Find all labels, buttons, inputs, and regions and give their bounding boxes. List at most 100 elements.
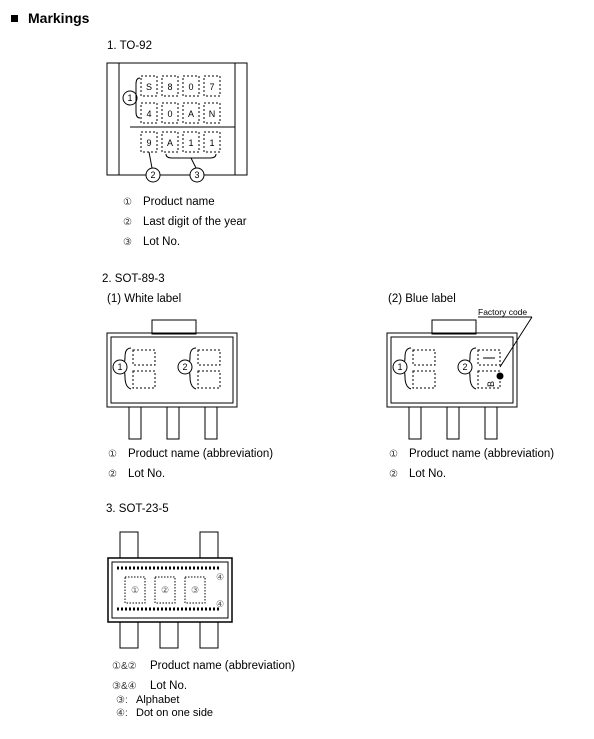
legend-text: Lot No.: [128, 468, 166, 480]
callout-number: 2: [150, 170, 155, 180]
heading-text: Markings: [28, 10, 90, 26]
bullet-square-icon: [11, 14, 18, 22]
rotated-char: B: [486, 381, 496, 387]
callout-circle: [112, 359, 128, 375]
legend-text: Product name (abbreviation): [150, 660, 296, 672]
to92-diagram: S 8 0 7 4 0 A N 9 A 1 1 1 2 3: [106, 62, 248, 183]
sot89-inner: [390, 336, 514, 404]
callout-number: 1: [397, 362, 402, 372]
sot23-lead: [199, 621, 219, 649]
legend-mark: ①: [108, 449, 117, 460]
legend-item: ① Product name: [123, 196, 215, 208]
inner-mark: ②: [161, 585, 169, 595]
callout-number: 2: [462, 362, 467, 372]
legend-text: Lot No.: [150, 680, 188, 692]
legend-item: ③&④ Lot No.: [112, 680, 187, 692]
sot23-diagram: ① ② ③ ④ ④: [107, 531, 233, 649]
legend-text: Last digit of the year: [143, 216, 247, 228]
legend-mark: ③:: [116, 695, 128, 706]
segment-cell: [132, 349, 156, 366]
sot23-lead: [119, 621, 139, 649]
legend-item: ① Product name (abbreviation): [389, 448, 554, 460]
sot89-lead: [204, 406, 218, 440]
to92-char: 7: [209, 82, 214, 92]
sot89-tab: [431, 319, 477, 335]
segment-cell: [477, 370, 501, 389]
sot89-lead: [484, 406, 498, 440]
legend-item: ② Lot No.: [389, 468, 446, 480]
segment-cell: [197, 370, 221, 389]
legend-mark: ①: [389, 449, 398, 460]
to92-char: 0: [188, 82, 193, 92]
legend-mark: ②: [389, 469, 398, 480]
to92-char: 8: [167, 82, 172, 92]
to92-char: A: [167, 138, 173, 148]
sot89-lead: [408, 406, 422, 440]
to92-cell: [203, 75, 221, 97]
blue-label-title: (2) Blue label: [388, 293, 456, 305]
segment-cell: [124, 576, 146, 604]
legend-text: Product name (abbreviation): [128, 448, 274, 460]
side-mark: ④: [216, 572, 224, 582]
segment-cell: [132, 370, 156, 389]
inner-mark: ③: [191, 585, 199, 595]
legend-text: Product name: [143, 196, 215, 208]
callout-circle: [392, 359, 408, 375]
to92-char: S: [146, 82, 152, 92]
to92-cell: [140, 102, 158, 124]
to92-cell: [161, 102, 179, 124]
sot23-inner: [111, 561, 229, 619]
to92-cell: [161, 131, 179, 153]
callout-circle: [145, 167, 161, 183]
section-heading: Markings: [11, 10, 89, 26]
to92-title: 1. TO-92: [107, 40, 152, 52]
legend-item: ③ Lot No.: [123, 236, 180, 248]
to92-char: 1: [209, 138, 214, 148]
legend-text: Product name (abbreviation): [409, 448, 555, 460]
to92-cell: [203, 131, 221, 153]
to92-char: A: [188, 109, 194, 119]
legend-item: ② Lot No.: [108, 468, 165, 480]
legend-mark: ③&④: [112, 681, 137, 692]
legend-item: ② Last digit of the year: [123, 216, 247, 228]
callout-number: 2: [182, 362, 187, 372]
legend-mark: ③: [123, 237, 132, 248]
to92-lot-brace: [165, 153, 217, 159]
sot89-white-diagram: 1 2: [106, 319, 238, 440]
to92-brace: [135, 77, 141, 119]
legend-text: Dot on one side: [136, 707, 214, 719]
legend-mark: ②: [123, 217, 132, 228]
to92-char: 4: [146, 109, 151, 119]
legend-mark: ②: [108, 469, 117, 480]
callout-number: 1: [127, 93, 132, 103]
segment-cell: [154, 576, 176, 604]
callout-number: 3: [194, 170, 199, 180]
factory-dot-icon: [496, 372, 504, 380]
to92-cell: [203, 102, 221, 124]
legend-text: Lot No.: [143, 236, 181, 248]
inner-mark: ①: [131, 585, 139, 595]
segment-cell: [412, 349, 436, 366]
legend-mark: ①: [123, 197, 132, 208]
callout-circle: [122, 90, 138, 106]
to92-cell: [182, 75, 200, 97]
side-mark: ④: [216, 599, 224, 609]
callout-circle: [177, 359, 193, 375]
callout-circle: [189, 167, 205, 183]
sot89-lead: [128, 406, 142, 440]
segment-cell: [412, 370, 436, 389]
to92-cell: [182, 131, 200, 153]
sot89-inner: [110, 336, 234, 404]
segment-cell: [184, 576, 206, 604]
legend-item: ① Product name (abbreviation): [108, 448, 273, 460]
sot89-blue-diagram: Factory code B 1 2: [386, 307, 533, 440]
sot23-lead: [119, 531, 139, 559]
to92-cell: [161, 75, 179, 97]
sot23-title: 3. SOT-23-5: [106, 503, 169, 515]
sot89-title: 2. SOT-89-3: [102, 273, 165, 285]
to92-cell: [140, 75, 158, 97]
to92-char: 1: [188, 138, 193, 148]
legend-text: Lot No.: [409, 468, 447, 480]
callout-circle: [457, 359, 473, 375]
